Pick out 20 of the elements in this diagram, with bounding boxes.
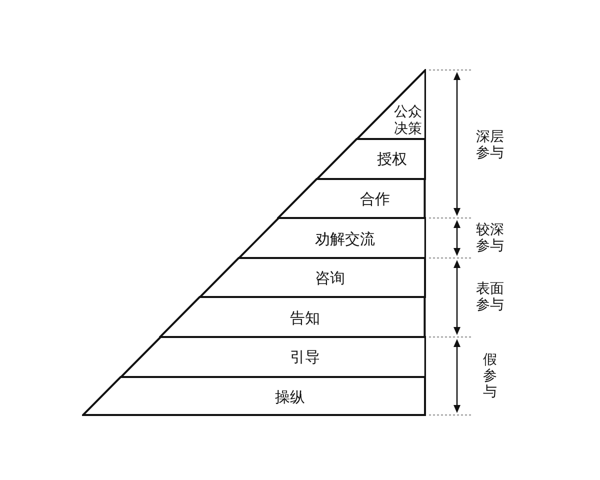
pyramid-tier [159,296,426,338]
pyramid-tier [316,138,426,180]
tier-label: 公众决策 [392,104,423,138]
pyramid-tier [198,257,426,298]
bracket-label: 表面参与 [475,280,505,314]
bracket-label: 假参与 [482,352,498,400]
tier-label: 合作 [360,190,390,208]
tier-label: 引导 [290,348,320,366]
pyramid-tier [277,178,426,219]
pyramid-tier [120,336,426,378]
tier-label: 授权 [376,150,407,168]
tier-label: 劝解交流 [314,230,375,248]
pyramid-tier [82,376,426,416]
bracket-label: 较深参与 [475,222,505,254]
tier-label: 操纵 [275,388,305,406]
tier-label: 咨询 [314,269,345,287]
pyramid-tier [238,217,426,259]
bracket-label: 深层参与 [475,128,505,162]
tier-label: 告知 [290,309,320,327]
pyramid-apex-tier [356,69,426,140]
